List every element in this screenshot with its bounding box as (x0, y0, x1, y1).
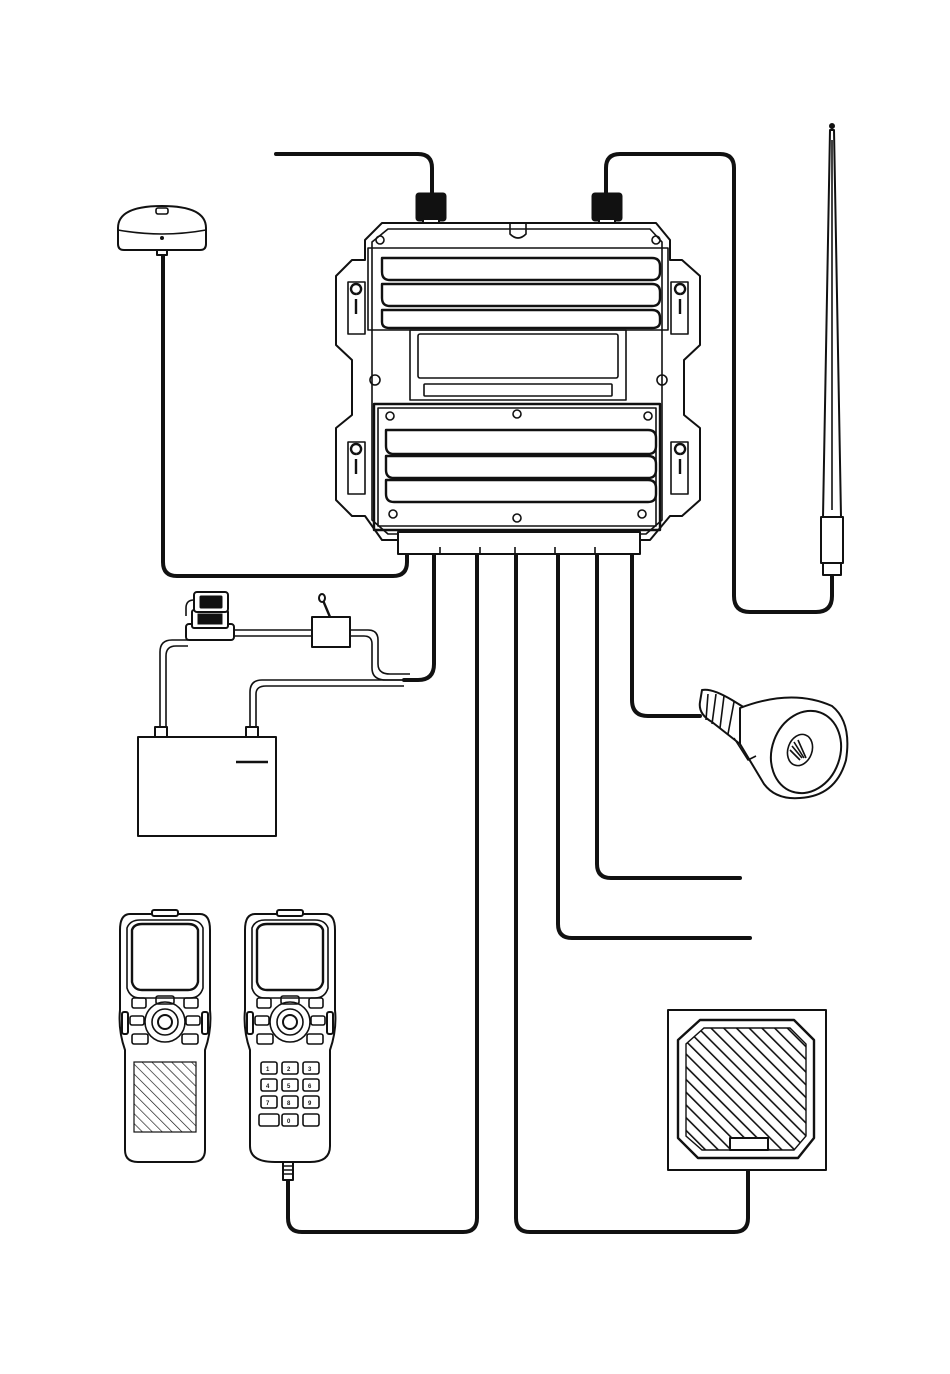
cable-top-left (276, 154, 432, 198)
hailer-horn-icon (700, 690, 853, 803)
top-connector-right (592, 193, 622, 221)
vhf-transceiver (336, 193, 700, 554)
power-switch-icon (312, 594, 350, 647)
cable-nmea-1 (558, 555, 750, 938)
wire-negative (250, 680, 404, 727)
cable-hailer (632, 555, 700, 716)
handset-full-icon: 1 2 3 4 5 6 7 8 9 0 (245, 910, 336, 1180)
fuse-holder-icon (186, 592, 234, 640)
wire-switch-link (234, 630, 312, 636)
top-connector-left (416, 193, 446, 221)
wire-negative-2 (256, 686, 404, 727)
wire-positive-2 (166, 646, 188, 727)
handset-basic-icon (120, 910, 211, 1162)
whip-antenna-icon (821, 124, 843, 576)
transceiver-body (336, 223, 700, 540)
wire-positive (160, 640, 188, 727)
bottom-connector-block (398, 532, 640, 554)
battery-icon (138, 727, 276, 836)
cable-power (404, 555, 434, 680)
gps-antenna-icon (118, 206, 206, 255)
external-speaker-icon (668, 1010, 826, 1170)
